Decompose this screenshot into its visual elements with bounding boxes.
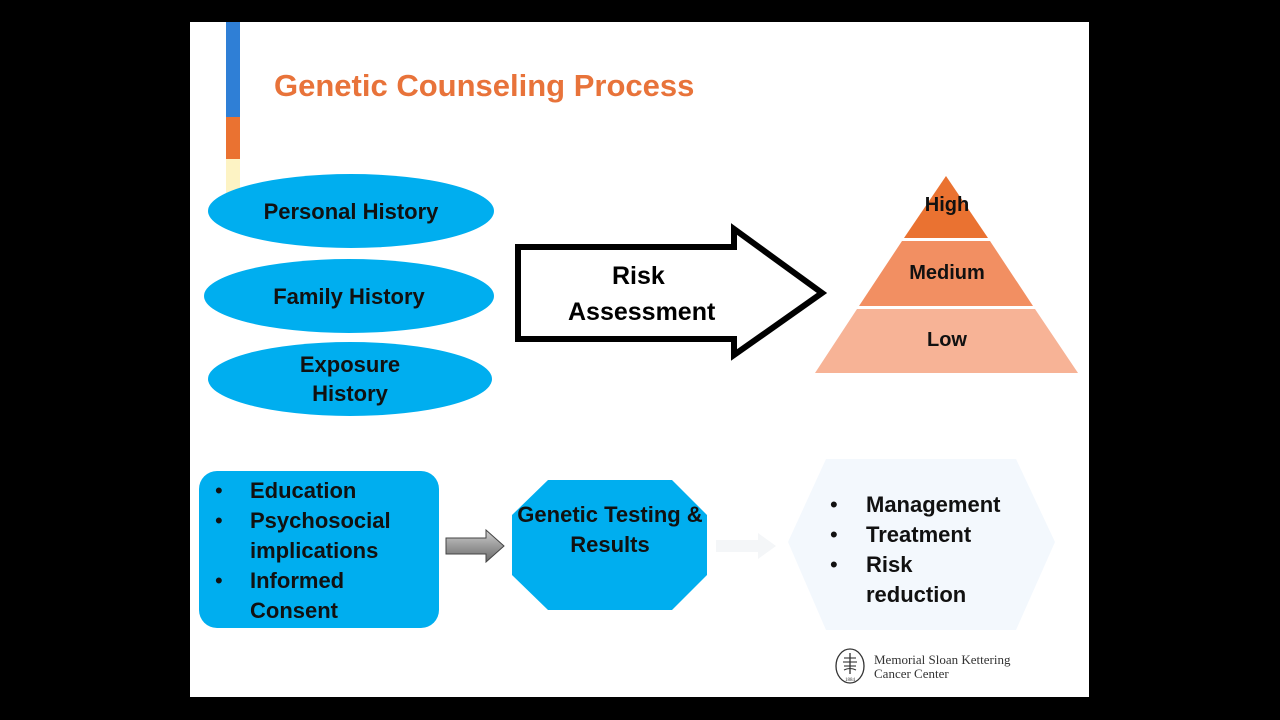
slide: Genetic Counseling Process Personal Hist… (190, 22, 1089, 697)
faded-outcome-hexagon (788, 459, 1055, 630)
list-item: •Risk reduction (830, 552, 967, 607)
counseling-box: •Education •Psychosocial implications •I… (199, 471, 439, 628)
list-item: •Psychosocial implications (215, 508, 391, 563)
accent-bar-cream (226, 159, 240, 193)
list-item: •Treatment (830, 522, 972, 547)
list-item: •Management (830, 492, 1001, 517)
risk-assessment-label: Risk Assessment (568, 258, 734, 330)
genetic-testing-label: Genetic Testing & Results (517, 502, 703, 557)
slide-title: Genetic Counseling Process (274, 68, 695, 103)
outcome-item-treatment: Treatment (866, 522, 972, 547)
connector-arrow (445, 528, 505, 564)
counseling-item-consent: Informed Consent (250, 568, 345, 623)
exposure-history-label: Exposure History (299, 352, 401, 406)
msk-seal-year: 1884 (845, 678, 856, 683)
pyramid-medium-label: Medium (909, 262, 985, 284)
faded-outcome-list: •Management •Treatment •Risk reduction (830, 490, 1010, 610)
pyramid-high-label: High (924, 194, 970, 216)
family-history-bubble: Family History (204, 259, 494, 333)
risk-assessment-line1: Risk (612, 262, 665, 290)
personal-history-bubble: Personal History (208, 174, 494, 248)
family-history-label: Family History (273, 283, 425, 309)
list-item: •Informed Consent (215, 568, 345, 623)
pyramid-medium (859, 241, 1033, 306)
accent-bar-blue (226, 22, 240, 117)
diagram-shapes (445, 176, 1078, 630)
counseling-item-education: Education (250, 478, 357, 503)
exposure-history-bubble: Exposure History (208, 342, 492, 416)
pyramid-low (815, 309, 1078, 373)
risk-assessment-line2: Assessment (568, 298, 716, 326)
outcome-item-risk-reduction: Risk reduction (866, 552, 967, 607)
pyramid-high (904, 176, 988, 238)
msk-logo: 1884 Memorial Sloan Kettering Cancer Cen… (834, 647, 1034, 687)
list-item: •Education (215, 478, 357, 503)
counseling-item-psychosocial: Psychosocial implications (250, 508, 391, 563)
pyramid-low-label: Low (927, 329, 967, 351)
msk-logo-text: Memorial Sloan Kettering Cancer Center (874, 653, 1010, 681)
msk-logo-line2: Cancer Center (874, 666, 949, 681)
msk-seal-icon: 1884 (835, 648, 865, 684)
msk-logo-line1: Memorial Sloan Kettering (874, 652, 1011, 667)
accent-bar-orange (226, 117, 240, 159)
outcome-item-management: Management (866, 492, 1001, 517)
risk-assessment-arrow (515, 223, 828, 361)
faded-connector-arrow (716, 533, 776, 559)
genetic-testing-octagon (512, 480, 707, 610)
personal-history-label: Personal History (263, 198, 439, 224)
